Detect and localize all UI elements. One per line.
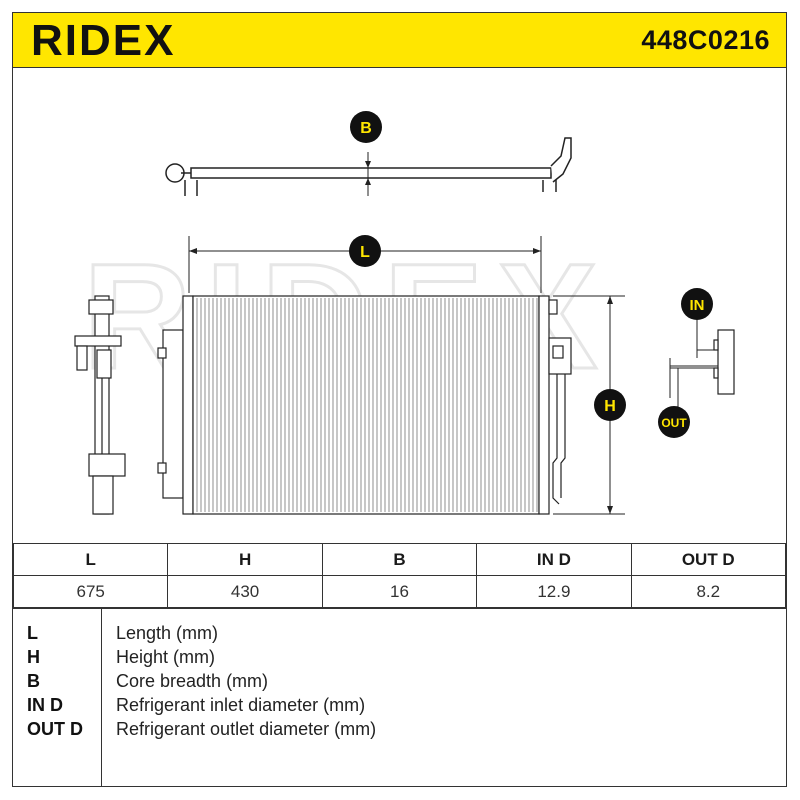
value-h: 430: [167, 575, 323, 608]
badge-b: B: [350, 111, 382, 143]
part-number: 448C0216: [641, 25, 770, 55]
header-l: L: [12, 543, 169, 576]
legend-item: B Core breadth (mm): [13, 671, 786, 695]
badge-in: IN: [681, 288, 713, 320]
header-in-d: IN D: [476, 543, 632, 576]
fitting-detail: [669, 320, 735, 408]
header-bar: RIDEX 448C0216: [13, 13, 786, 68]
legend-desc: Refrigerant inlet diameter (mm): [116, 695, 366, 715]
legend-item: IN D Refrigerant inlet diameter (mm): [13, 695, 786, 719]
side-view: [74, 295, 126, 515]
dimensions-header-row: L H B IN D OUT D: [12, 543, 787, 576]
value-b: 16: [321, 575, 478, 608]
technical-drawing: RIDEX B: [13, 68, 788, 543]
dimensions-table: L H B IN D OUT D 675 430 16 12.9 8.2: [12, 543, 787, 608]
legend-abbr: IN D: [27, 695, 63, 715]
svg-text:L: L: [360, 244, 370, 261]
badge-h: H: [594, 389, 626, 421]
legend: L Length (mm) H Height (mm) B Core bread…: [13, 608, 786, 787]
value-l: 675: [12, 575, 169, 608]
header-b: B: [321, 543, 478, 576]
legend-desc: Refrigerant outlet diameter (mm): [116, 719, 377, 739]
svg-text:H: H: [604, 398, 616, 415]
legend-item: H Height (mm): [13, 647, 786, 671]
condenser-core-fins: [196, 298, 538, 512]
badge-out: OUT: [658, 406, 690, 438]
header-h: H: [167, 543, 323, 576]
value-in-d: 12.9: [476, 575, 632, 608]
header-out-d: OUT D: [630, 543, 787, 576]
legend-abbr: OUT D: [27, 719, 83, 739]
svg-text:IN: IN: [690, 297, 705, 314]
datasheet-frame: RIDEX 448C0216 RIDEX B: [12, 12, 787, 787]
condenser-front-view: [157, 295, 572, 515]
svg-text:OUT: OUT: [661, 416, 687, 430]
legend-item: OUT D Refrigerant outlet diameter (mm): [13, 719, 786, 743]
svg-text:B: B: [360, 120, 372, 137]
legend-abbr: L: [27, 623, 38, 643]
legend-desc: Length (mm): [116, 623, 219, 643]
legend-divider: [101, 609, 102, 787]
top-view: [165, 137, 572, 196]
dimensions-value-row: 675 430 16 12.9 8.2: [12, 575, 787, 608]
legend-desc: Height (mm): [116, 647, 216, 667]
brand-logo: RIDEX: [31, 16, 176, 65]
legend-abbr: H: [27, 647, 40, 667]
legend-item: L Length (mm): [13, 623, 786, 647]
badge-l: L: [349, 235, 381, 267]
legend-abbr: B: [27, 671, 40, 691]
value-out-d: 8.2: [630, 575, 787, 608]
legend-desc: Core breadth (mm): [116, 671, 269, 691]
